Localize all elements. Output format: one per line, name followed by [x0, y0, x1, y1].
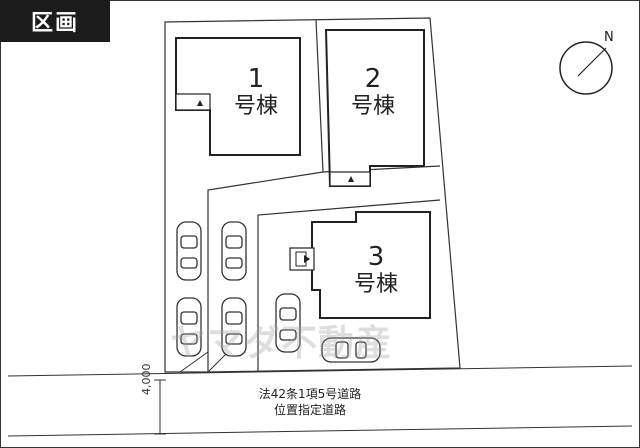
entrance-arrow-icon — [197, 100, 203, 106]
building-2-label: 2 号棟 — [350, 64, 395, 119]
car-icon — [176, 297, 202, 357]
page-title: 区画 — [0, 0, 110, 42]
site-boundary — [164, 17, 461, 373]
car-icon — [176, 221, 202, 281]
driveway-line — [179, 351, 209, 373]
building-1-label: 1 号棟 — [233, 64, 278, 119]
lot-3-boundary — [257, 199, 441, 372]
car-icon — [221, 297, 247, 357]
car-icon — [221, 221, 247, 281]
north-label: N — [604, 30, 614, 45]
entrance-arrow-icon — [304, 255, 310, 263]
road-description: 法42条1項5号道路 位置指定道路 — [258, 387, 362, 417]
car-icon — [275, 293, 301, 353]
watermark: ヤマダ不動産 — [170, 323, 393, 364]
driveway-line — [207, 351, 229, 373]
building-1-entrance — [175, 93, 211, 111]
road-edge — [7, 365, 633, 377]
building-3-footprint — [311, 211, 431, 319]
entrance-arrow-icon — [348, 176, 354, 182]
lot-1-2-divider — [315, 19, 324, 173]
north-compass-icon — [559, 41, 613, 95]
car-icon — [321, 337, 381, 363]
road-width-label: 4,000 — [140, 363, 153, 396]
building-3-label: 3 号棟 — [353, 242, 398, 297]
lot-divider-upper — [207, 165, 441, 372]
road-edge — [7, 425, 633, 437]
